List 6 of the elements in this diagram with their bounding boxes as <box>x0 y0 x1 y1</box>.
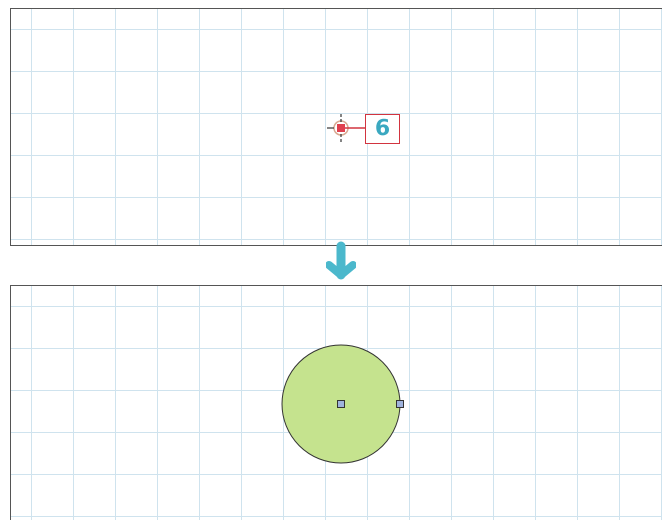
grid-panel <box>10 8 662 246</box>
callout-number: 6 <box>365 114 400 144</box>
arrow <box>325 242 357 280</box>
leader-line <box>344 127 366 129</box>
grid-panel <box>10 285 662 520</box>
point-marker <box>337 124 345 132</box>
